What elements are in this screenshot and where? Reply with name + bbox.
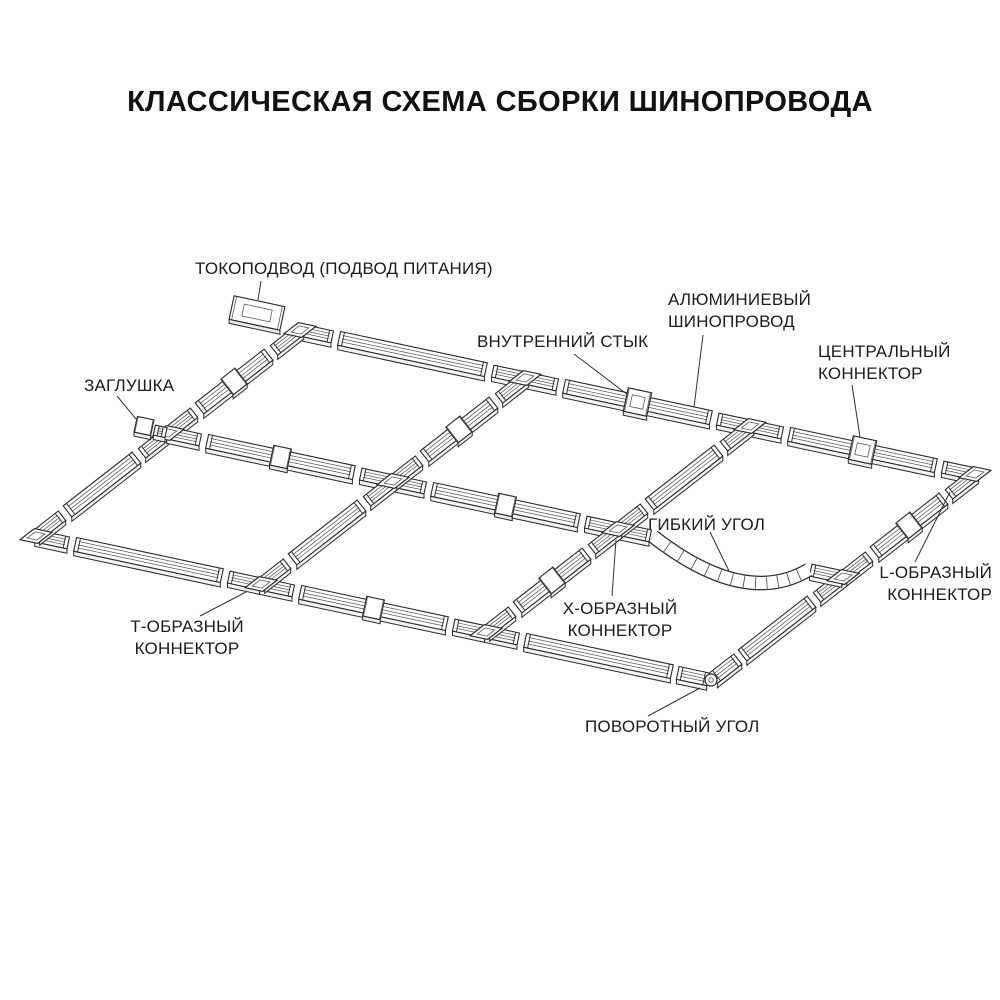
leader-line: [647, 687, 701, 717]
label-inner-joint: ВНУТРЕННИЙ СТЫК: [477, 332, 649, 351]
aluminum-track-segment: [644, 444, 724, 516]
leader-line: [199, 591, 247, 617]
central-connector: [847, 435, 878, 469]
l-connector: [18, 527, 54, 545]
leader-line: [573, 353, 629, 396]
label-x-connector: Х-ОБРАЗНЫЙ КОННЕКТОР: [562, 599, 678, 640]
aluminum-track-segment: [337, 330, 488, 382]
leader-line: [257, 280, 262, 301]
leader-line: [611, 539, 617, 597]
label-central-connector: ЦЕНТРАЛЬНЫЙ КОННЕКТОР: [818, 342, 951, 383]
t-connector: [507, 369, 543, 387]
rotary-corner-arm: [675, 665, 711, 691]
end-cap-stub: [152, 424, 168, 443]
inner-joint: [622, 387, 653, 421]
leader-line: [851, 384, 861, 438]
end-cap: [133, 415, 155, 441]
label-l-connector: L-ОБРАЗНЫЙ КОННЕКТОР: [879, 563, 992, 604]
t-connector: [732, 417, 768, 435]
power-feed-unit: [228, 295, 286, 335]
diagram-title: КЛАССИЧЕСКАЯ СХЕМА СБОРКИ ШИНОПРОВОДА: [127, 86, 873, 118]
aluminum-track-segment: [523, 632, 674, 684]
flexible-corner: [648, 530, 813, 591]
track-joint: [268, 444, 293, 474]
track-joint: [361, 595, 386, 625]
rotary-corner: [704, 673, 718, 687]
leader-lines: [116, 280, 951, 717]
l-connector: [957, 465, 993, 483]
aluminum-track-segment: [73, 536, 224, 588]
track-joint: [894, 511, 924, 544]
aluminum-track-segment: [737, 595, 817, 667]
track-joint: [444, 415, 474, 448]
track-joint: [219, 367, 249, 400]
t-connector-arm: [484, 625, 521, 650]
t-connector: [825, 568, 861, 586]
leader-line: [693, 334, 704, 408]
x-connector: [600, 520, 636, 538]
label-aluminum-track: АЛЮМИНИЕВЫЙ ШИНОПРОВОД: [668, 290, 812, 331]
leader-line: [116, 395, 137, 420]
track-joint: [493, 492, 518, 522]
aluminum-track-segment: [287, 499, 367, 571]
label-end-cap: ЗАГЛУШКА: [84, 376, 175, 395]
leader-line: [709, 531, 730, 572]
t-connector: [243, 575, 279, 593]
x-connector: [375, 472, 411, 490]
label-power-feed: ТОКОПОДВОД (ПОДВОД ПИТАНИЯ): [195, 259, 493, 278]
label-rotary-corner: ПОВОРОТНЫЙ УГОЛ: [585, 717, 760, 736]
leader-line: [914, 491, 951, 563]
rotary-corner-arm: [708, 653, 743, 689]
power-feed-corner: [282, 321, 318, 339]
label-t-connector: Т-ОБРАЗНЫЙ КОННЕКТОР: [130, 617, 244, 658]
label-flexible-corner: ГИБКИЙ УГОЛ: [648, 515, 766, 534]
t-connector: [468, 623, 504, 641]
aluminum-track-segment: [62, 451, 142, 523]
track-joint: [537, 566, 567, 599]
